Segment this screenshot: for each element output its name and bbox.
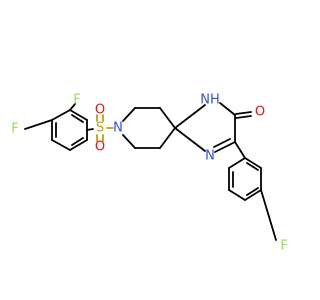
piperidine-bond	[122, 134, 136, 149]
fluorophenyl-bond	[228, 189, 246, 201]
sulfonyl-oxygen-top: O	[95, 103, 105, 118]
molecule-structure: F F S O O N NH N O F	[11, 93, 287, 254]
c-o-bond	[235, 115, 252, 119]
c-f-bond	[24, 119, 53, 130]
aryl-inner-bond	[71, 137, 84, 146]
aryl-link-bond	[234, 141, 246, 159]
nh-group: NH	[200, 93, 220, 108]
sulfur-atom: S	[96, 121, 104, 136]
aryl-bond	[69, 109, 88, 121]
aryl-inner-bond	[71, 114, 84, 123]
imidazolone-bond	[219, 102, 236, 116]
c-o-bond	[235, 111, 252, 115]
imidazolone-bond	[174, 104, 206, 129]
molecule-canvas: F F S O O N NH N O F	[11, 92, 288, 254]
fluorophenyl-bond	[244, 189, 262, 201]
c-f-bond	[260, 189, 277, 241]
aryl-s-bond	[86, 128, 94, 131]
atom-label-layer: F F S O O N NH N O F	[11, 93, 287, 254]
imidazolone-bond	[213, 138, 231, 148]
piperidine-nitrogen: N	[113, 121, 123, 136]
fluorophenyl-bond	[244, 157, 262, 169]
imidazolone-bond	[214, 141, 236, 153]
fluorophenyl-inner-bond	[246, 187, 259, 196]
fluorine-atom-right: F	[280, 239, 287, 254]
fluorine-atom-left: F	[11, 122, 18, 137]
aryl-bond	[69, 139, 88, 151]
piperidine-bond	[159, 127, 176, 149]
aryl-bond	[51, 139, 71, 151]
sulfonyl-oxygen-bottom: O	[95, 140, 105, 155]
carbonyl-oxygen: O	[255, 105, 265, 120]
imine-nitrogen: N	[205, 149, 215, 164]
aryl-bond	[51, 109, 71, 121]
imidazolone-bond	[174, 127, 206, 152]
fluorine-atom-top: F	[73, 93, 80, 108]
c-f-bond	[69, 103, 76, 111]
piperidine-bond	[122, 107, 136, 122]
fluorophenyl-inner-bond	[246, 162, 259, 171]
piperidine-bond	[159, 107, 176, 129]
bond-layer	[24, 102, 277, 241]
fluorophenyl-bond	[228, 157, 246, 169]
